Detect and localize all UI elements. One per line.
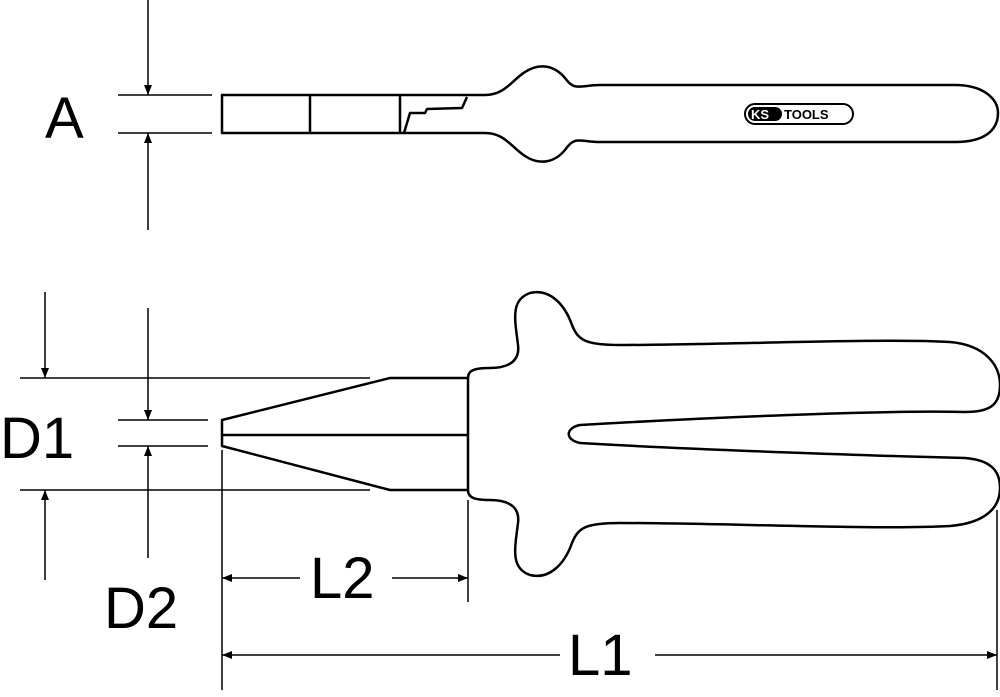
dimension-l2: L2: [221, 450, 469, 690]
label-d1: D1: [0, 406, 74, 471]
dimension-d2: D2: [20, 292, 370, 641]
top-view: KS TOOLS: [220, 65, 1000, 163]
dimension-l1: L1: [222, 510, 998, 690]
label-d2: D2: [104, 576, 178, 641]
label-a: A: [45, 86, 84, 151]
dimension-d1: D1: [0, 308, 208, 558]
label-l1: L1: [568, 623, 633, 688]
label-l2: L2: [310, 546, 375, 611]
ks-tools-logo: KS TOOLS: [744, 103, 854, 125]
logo-tools: TOOLS: [784, 107, 829, 122]
side-view: [220, 290, 1000, 578]
dimension-a: A: [45, 0, 212, 230]
logo-ks: KS: [751, 107, 769, 122]
